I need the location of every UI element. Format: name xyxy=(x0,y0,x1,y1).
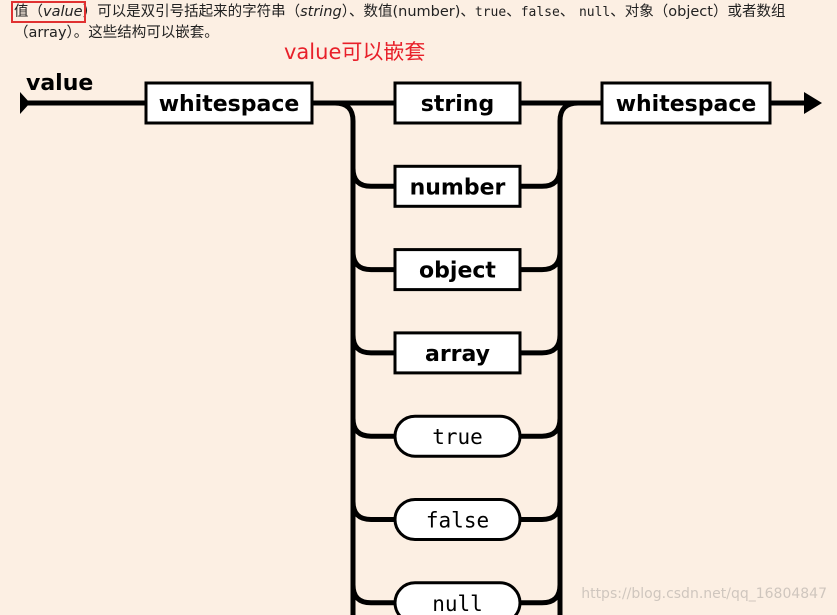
rail-branch-in-5 xyxy=(350,501,395,522)
rail-left-bar xyxy=(334,100,356,615)
nesting-annotation: value可以嵌套 xyxy=(284,40,426,64)
option-array: array xyxy=(393,331,522,375)
option-true-label: true xyxy=(432,425,483,449)
option-object-label: object xyxy=(419,259,496,284)
rail-right-bar xyxy=(557,100,579,615)
option-number-label: number xyxy=(410,175,506,200)
rail-branch-out-1 xyxy=(520,168,563,189)
intro-sep2: 、 xyxy=(559,4,579,20)
rail-branch-in-6 xyxy=(350,584,395,606)
rail-branch-in-2 xyxy=(350,251,395,273)
false-code: false xyxy=(520,5,560,20)
intro-part4: ）、数值(number)、 xyxy=(341,4,475,20)
end-arrow xyxy=(804,92,822,114)
diagram-rails xyxy=(24,100,808,615)
option-true-frame xyxy=(393,414,522,458)
whitespace-box-left: whitespace xyxy=(144,81,314,125)
option-null: null xyxy=(393,581,522,615)
option-string-label: string xyxy=(421,92,494,117)
true-code: true xyxy=(474,5,507,20)
rail-branch-out-3 xyxy=(520,334,563,356)
option-number-frame xyxy=(393,164,522,208)
option-false: false xyxy=(393,498,522,541)
option-string: string xyxy=(393,81,522,125)
option-array-frame xyxy=(393,331,522,375)
string-word: string xyxy=(300,4,342,20)
start-marker xyxy=(20,92,30,114)
rail-branch-out-2 xyxy=(520,251,563,273)
option-false-frame xyxy=(393,498,522,541)
whitespace-box-right-frame xyxy=(600,81,772,125)
option-object: object xyxy=(393,248,522,292)
option-true: true xyxy=(393,414,522,458)
option-null-label: null xyxy=(432,592,483,615)
whitespace-box-left-label: whitespace xyxy=(159,92,300,117)
watermark: https://blog.csdn.net/qq_16804847 xyxy=(581,586,827,602)
option-false-label: false xyxy=(426,509,489,533)
whitespace-box-right-label: whitespace xyxy=(616,92,757,117)
value-word: value xyxy=(43,4,83,20)
rail-branch-in-3 xyxy=(350,334,395,356)
option-string-frame xyxy=(393,81,522,125)
null-code: null xyxy=(578,5,611,20)
rail-branch-in-4 xyxy=(350,418,395,439)
intro-part5: 、对象（object）或者数组（array）。这些结构可以嵌套。 xyxy=(14,4,786,41)
rail-branch-in-1 xyxy=(350,168,395,189)
intro-part2: ） xyxy=(82,4,98,20)
intro-sep1: 、 xyxy=(506,4,521,20)
intro-part1: 值（ xyxy=(14,4,43,20)
option-null-frame xyxy=(393,581,522,615)
rail-branch-out-6 xyxy=(520,584,563,606)
intro-text: 值（value）可以是双引号括起来的字符串（string）、数值(number)… xyxy=(11,1,829,44)
whitespace-box-left-frame xyxy=(144,81,314,125)
intro-part3: 可以是双引号括起来的字符串（ xyxy=(97,4,301,20)
option-object-frame xyxy=(393,248,522,292)
rail-branch-out-5 xyxy=(520,501,563,522)
whitespace-box-right: whitespace xyxy=(600,81,772,125)
option-number: number xyxy=(393,164,522,208)
value-highlight: 值（value xyxy=(11,1,86,23)
diagram-title: value xyxy=(26,71,93,96)
diagram-nodes: value whitespace whitespace string number obj… xyxy=(20,71,822,615)
rail-branch-out-4 xyxy=(520,418,563,439)
option-array-label: array xyxy=(425,342,490,367)
